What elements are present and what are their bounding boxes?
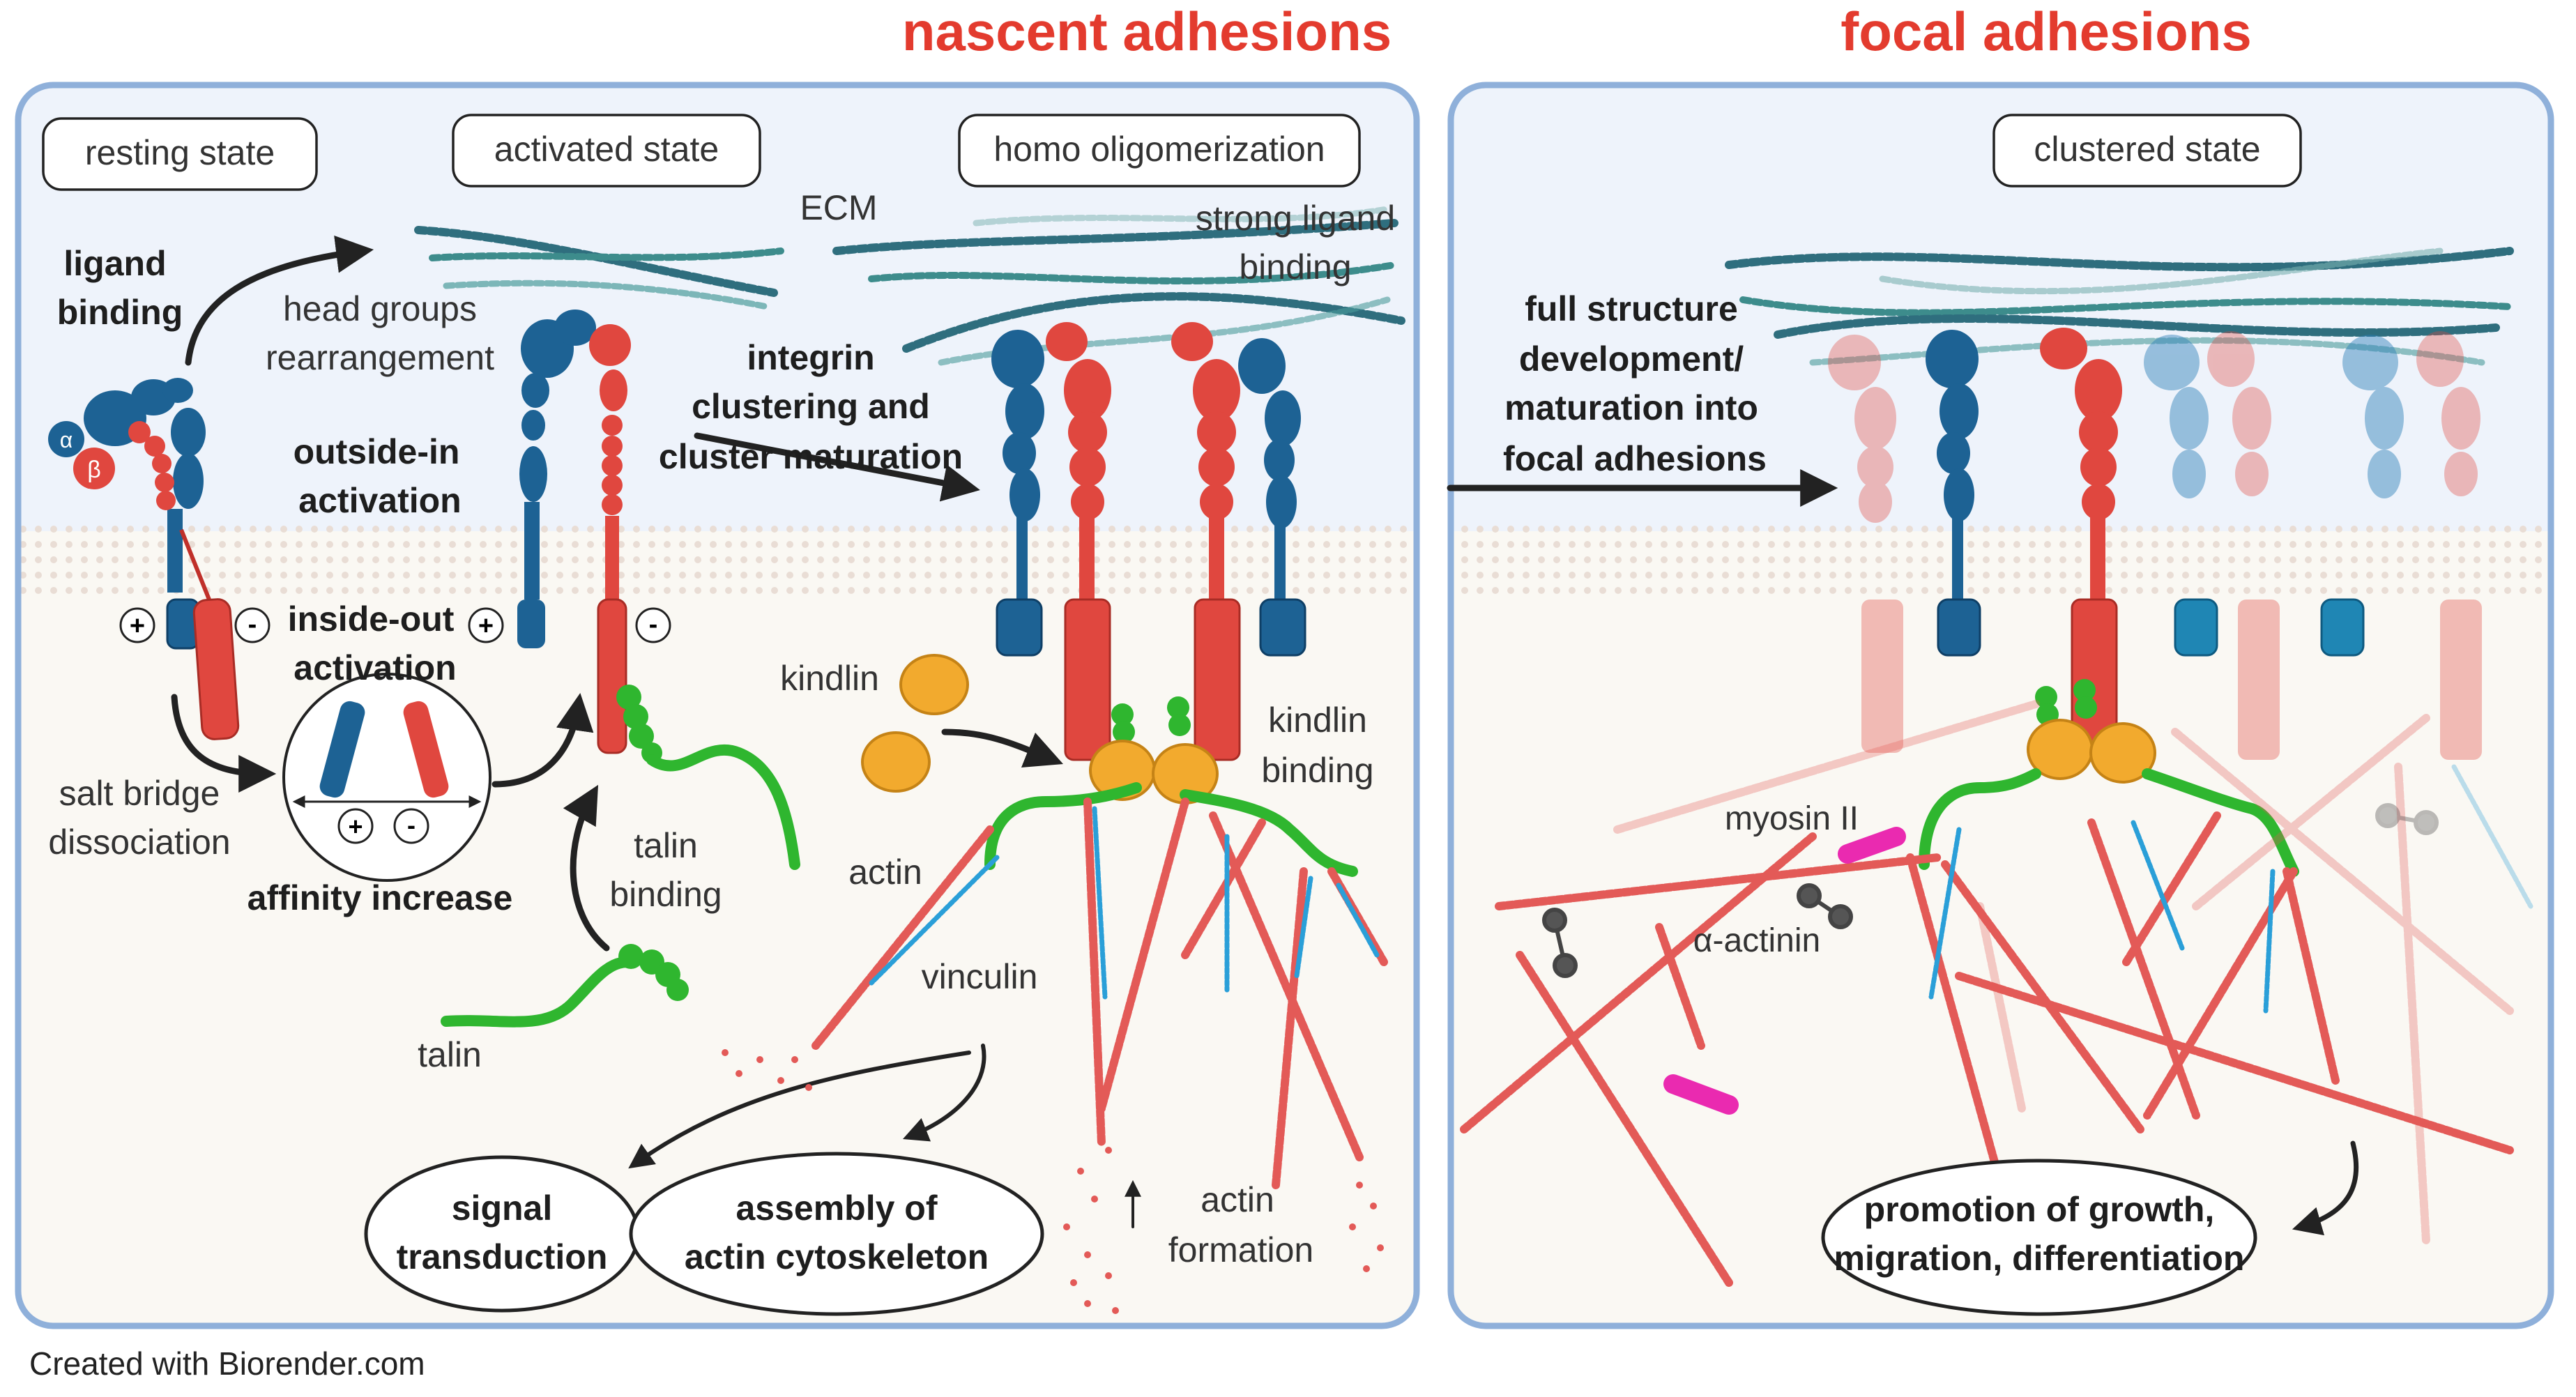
svg-text:activation: activation [298,481,461,520]
affinity-increase-label: affinity increase [247,878,513,917]
nascent-adhesions-title: nascent adhesions [902,1,1392,62]
actin-cytoskeleton-node: assembly of actin cytoskeleton [629,1152,1044,1316]
svg-text:development/: development/ [1519,339,1744,379]
biorender-credit: Created with Biorender.com [29,1345,425,1382]
process-arrows [171,235,2359,1236]
resting-state-box: resting state [42,117,318,191]
homo-oligomerization-box: homo oligomerization [958,114,1361,188]
svg-text:+: + [130,611,145,641]
activated-integrin [517,310,800,870]
actin-filaments-nascent [811,797,1388,1189]
svg-text:cluster maturation: cluster maturation [659,437,963,476]
talin-label: talin [418,1035,482,1074]
focal-adhesions-panel [1447,82,2554,1329]
kindlin-label: kindlin [780,659,879,698]
ligand-binding-label: ligand [63,244,166,283]
strong-ligand-label: strong ligand [1196,199,1395,238]
svg-text:maturation into: maturation into [1504,388,1758,427]
resting-integrin: α β [48,378,240,740]
free-talin [441,944,689,1028]
myosin-label: myosin II [1725,800,1859,837]
actin-formation-label: actin [1201,1180,1274,1219]
kindlin-binding-label: kindlin [1268,701,1367,740]
svg-text:homo oligomerization: homo oligomerization [993,130,1325,169]
alpha-actinin [1542,803,2439,978]
talin-binding-label: talin [634,826,698,865]
salt-bridge-inset: + - [282,673,491,882]
resting-charges: + - [119,607,270,643]
svg-text:activation: activation [294,648,456,687]
activated-charges: + - [468,607,671,643]
actin-monomers [722,1049,1384,1314]
svg-text:dissociation: dissociation [48,823,230,862]
ecm-fibers [414,206,1405,366]
svg-text:assembly of: assembly of [736,1189,937,1228]
svg-text:binding: binding [57,293,183,332]
svg-text:-: - [248,610,257,639]
text-labels: ligand binding head groups rearrangement… [48,188,1859,1269]
clustered-state-box: clustered state [1992,114,2302,188]
clustered-integrins-nascent [984,322,1358,877]
signal-transduction-node: signal transduction [364,1155,640,1313]
focal-adhesions-title: focal adhesions [1840,1,2252,62]
svg-text:binding: binding [609,875,722,914]
myosin-ii [1663,827,1906,1115]
svg-text:-: - [649,610,658,639]
svg-text:resting state: resting state [85,133,275,172]
svg-text:signal: signal [452,1189,552,1228]
integrin-clustering-label: integrin [747,338,874,377]
svg-text:promotion of growth,: promotion of growth, [1864,1190,2215,1229]
outside-in-label: outside-in [294,432,460,471]
svg-text:rearrangement: rearrangement [266,338,494,377]
svg-text:migration, differentiation: migration, differentiation [1834,1239,2245,1278]
free-kindlin [861,654,969,793]
svg-text:clustering and: clustering and [692,387,930,426]
svg-text:+: + [478,611,494,641]
svg-text:clustered state: clustered state [2034,130,2260,169]
svg-text:focal adhesions: focal adhesions [1503,439,1767,478]
inside-out-label: inside-out [288,600,455,639]
cell-membrane-right [1451,524,2551,594]
svg-text:+: + [348,812,363,841]
svg-text:binding: binding [1239,247,1351,287]
promotion-node: promotion of growth, migration, differen… [1821,1159,2257,1316]
head-groups-label: head groups [283,289,477,328]
svg-text:formation: formation [1168,1230,1313,1269]
activated-state-box: activated state [452,114,761,188]
actin-network-focal [1460,700,2533,1315]
beta-subunit-head [73,448,115,489]
svg-text:transduction: transduction [397,1237,608,1276]
svg-text:activated state: activated state [494,130,719,169]
cell-membrane [18,524,1417,594]
svg-text:binding: binding [1261,751,1373,790]
full-structure-label: full structure [1525,289,1738,328]
svg-text:-: - [407,811,416,839]
svg-text:α: α [60,427,73,452]
actin-label: actin [848,853,922,892]
salt-bridge-label: salt bridge [59,774,220,813]
alpha-subunit-head [48,421,84,457]
ecm-label: ECM [800,188,877,227]
vinculin-label: vinculin [922,957,1038,996]
ecm-fibers-right [1725,247,2514,366]
svg-text:actin cytoskeleton: actin cytoskeleton [685,1237,989,1276]
clustered-integrins-focal [1828,328,2482,877]
svg-text:β: β [87,457,101,483]
actinin-label: α-actinin [1693,922,1820,959]
